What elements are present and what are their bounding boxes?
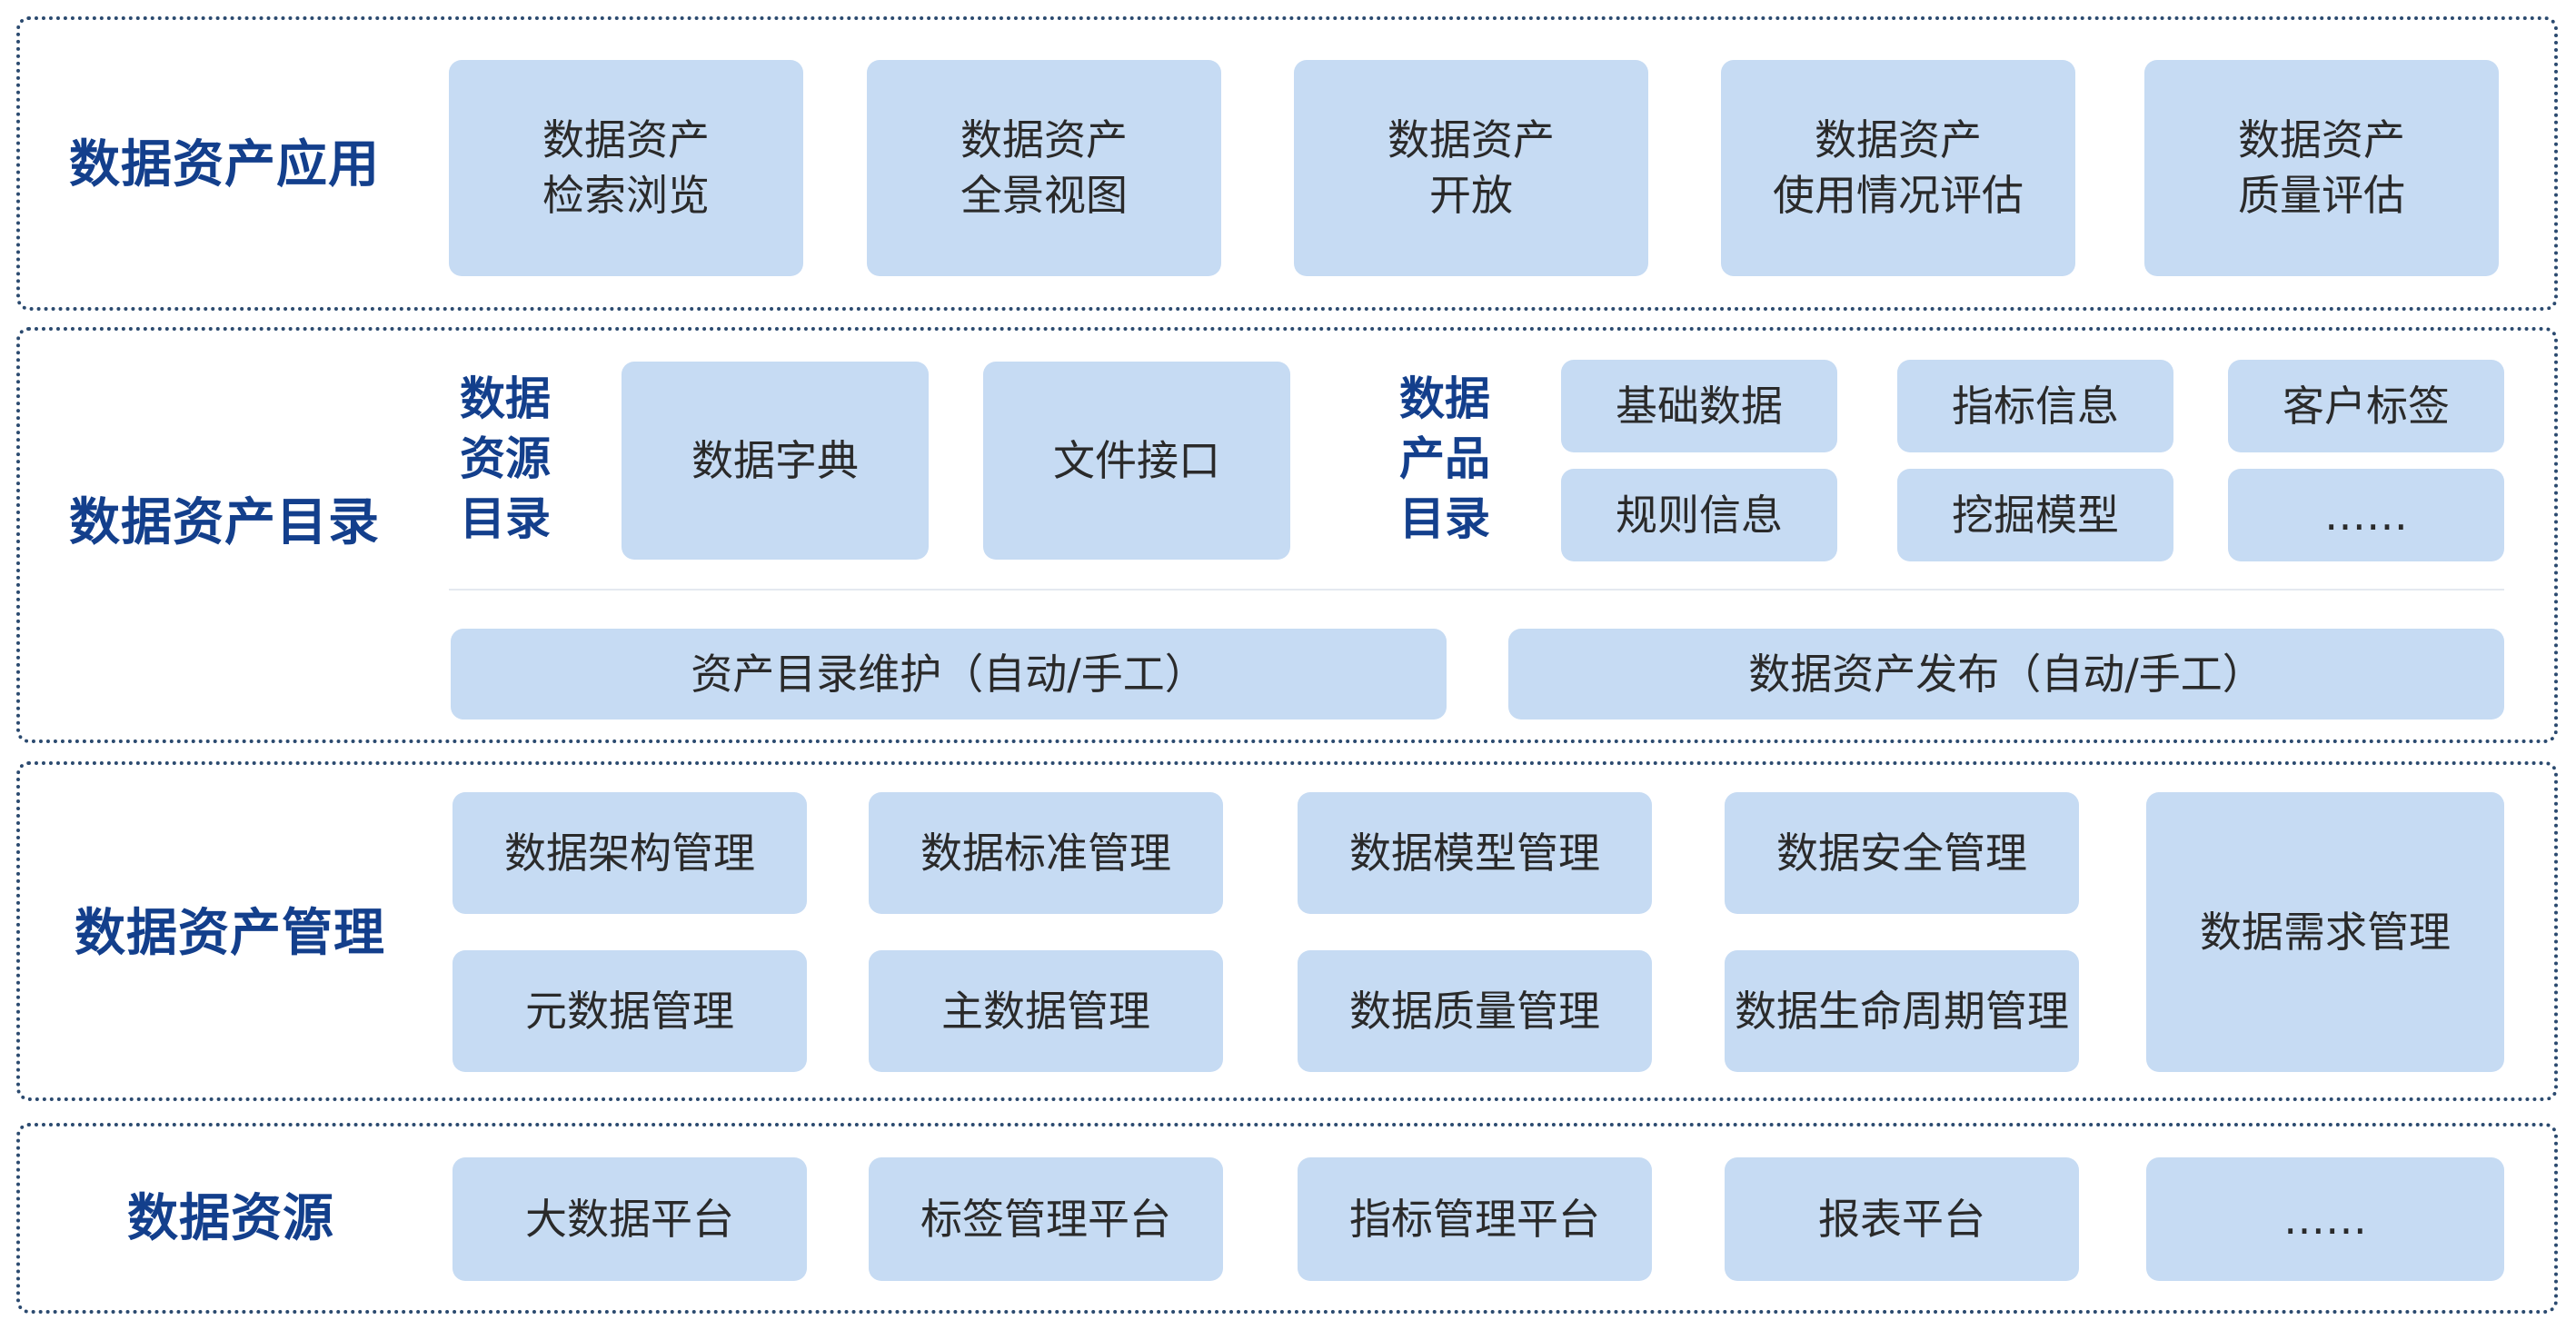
- resource-item-indicator-management-platform: 指标管理平台: [1298, 1157, 1652, 1281]
- application-box-usage-evaluation: 数据资产 使用情况评估: [1721, 60, 2075, 276]
- box-line: 全景视图: [960, 171, 1128, 220]
- application-box-quality-evaluation: 数据资产 质量评估: [2144, 60, 2499, 276]
- label-line: 数据: [1399, 372, 1490, 425]
- box-line: 开放: [1429, 171, 1513, 220]
- management-item-model: 数据模型管理: [1298, 792, 1652, 914]
- source-item-file-interface: 文件接口: [983, 362, 1290, 560]
- asset-publishing-bar: 数据资产发布（自动/手工）: [1508, 629, 2504, 720]
- management-item-security: 数据安全管理: [1725, 792, 2079, 914]
- management-item-metadata: 元数据管理: [453, 950, 807, 1072]
- management-item-master-data: 主数据管理: [869, 950, 1223, 1072]
- label-line: 资源: [460, 432, 551, 485]
- resource-item-report-platform: 报表平台: [1725, 1157, 2079, 1281]
- catalog-layer-title: 数据资产目录: [69, 493, 380, 552]
- box-line: 数据资产: [1387, 115, 1555, 165]
- application-box-search-browse: 数据资产 检索浏览: [449, 60, 803, 276]
- label-line: 产品: [1399, 432, 1490, 485]
- source-catalog-label: 数据 资源 目录: [460, 369, 551, 549]
- application-layer: 数据资产应用 数据资产 检索浏览 数据资产 全景视图 数据资产 开放 数据资产 …: [16, 16, 2558, 311]
- management-item-quality: 数据质量管理: [1298, 950, 1652, 1072]
- application-box-panorama: 数据资产 全景视图: [867, 60, 1221, 276]
- resource-item-more: ……: [2146, 1157, 2504, 1281]
- product-item-mining-model: 挖掘模型: [1897, 469, 2173, 561]
- box-line: 数据资产: [1815, 115, 1982, 165]
- management-item-lifecycle: 数据生命周期管理: [1725, 950, 2079, 1072]
- source-item-data-dictionary: 数据字典: [622, 362, 929, 560]
- label-line: 目录: [460, 492, 551, 545]
- resource-item-tag-management-platform: 标签管理平台: [869, 1157, 1223, 1281]
- application-box-open: 数据资产 开放: [1294, 60, 1648, 276]
- resources-layer: 数据资源 大数据平台 标签管理平台 指标管理平台 报表平台 ……: [16, 1123, 2558, 1314]
- management-layer: 数据资产管理 数据架构管理 数据标准管理 数据模型管理 数据安全管理 元数据管理…: [16, 761, 2558, 1101]
- box-line: 数据资产: [960, 115, 1128, 165]
- box-line: 检索浏览: [542, 171, 710, 220]
- resource-item-big-data-platform: 大数据平台: [453, 1157, 807, 1281]
- resources-layer-title: 数据资源: [127, 1189, 334, 1248]
- product-item-more: ……: [2228, 469, 2504, 561]
- application-layer-title: 数据资产应用: [69, 135, 380, 194]
- label-line: 目录: [1399, 492, 1490, 545]
- management-layer-title: 数据资产管理: [75, 904, 385, 963]
- box-line: 数据资产: [542, 115, 710, 165]
- catalog-layer: 数据资产目录 数据 资源 目录 数据字典 文件接口 数据 产品 目录 基础数据 …: [16, 327, 2558, 743]
- catalog-maintenance-bar: 资产目录维护（自动/手工）: [451, 629, 1447, 720]
- box-line: 质量评估: [2238, 171, 2405, 220]
- product-item-rule-info: 规则信息: [1561, 469, 1837, 561]
- product-item-customer-tags: 客户标签: [2228, 360, 2504, 452]
- management-item-architecture: 数据架构管理: [453, 792, 807, 914]
- management-item-standards: 数据标准管理: [869, 792, 1223, 914]
- box-line: 使用情况评估: [1773, 171, 2024, 220]
- product-item-basic-data: 基础数据: [1561, 360, 1837, 452]
- product-item-indicator-info: 指标信息: [1897, 360, 2173, 452]
- product-catalog-label: 数据 产品 目录: [1399, 369, 1490, 549]
- box-line: 数据资产: [2238, 115, 2405, 165]
- catalog-divider: [449, 589, 2504, 591]
- management-item-demand: 数据需求管理: [2146, 792, 2504, 1072]
- label-line: 数据: [460, 372, 551, 425]
